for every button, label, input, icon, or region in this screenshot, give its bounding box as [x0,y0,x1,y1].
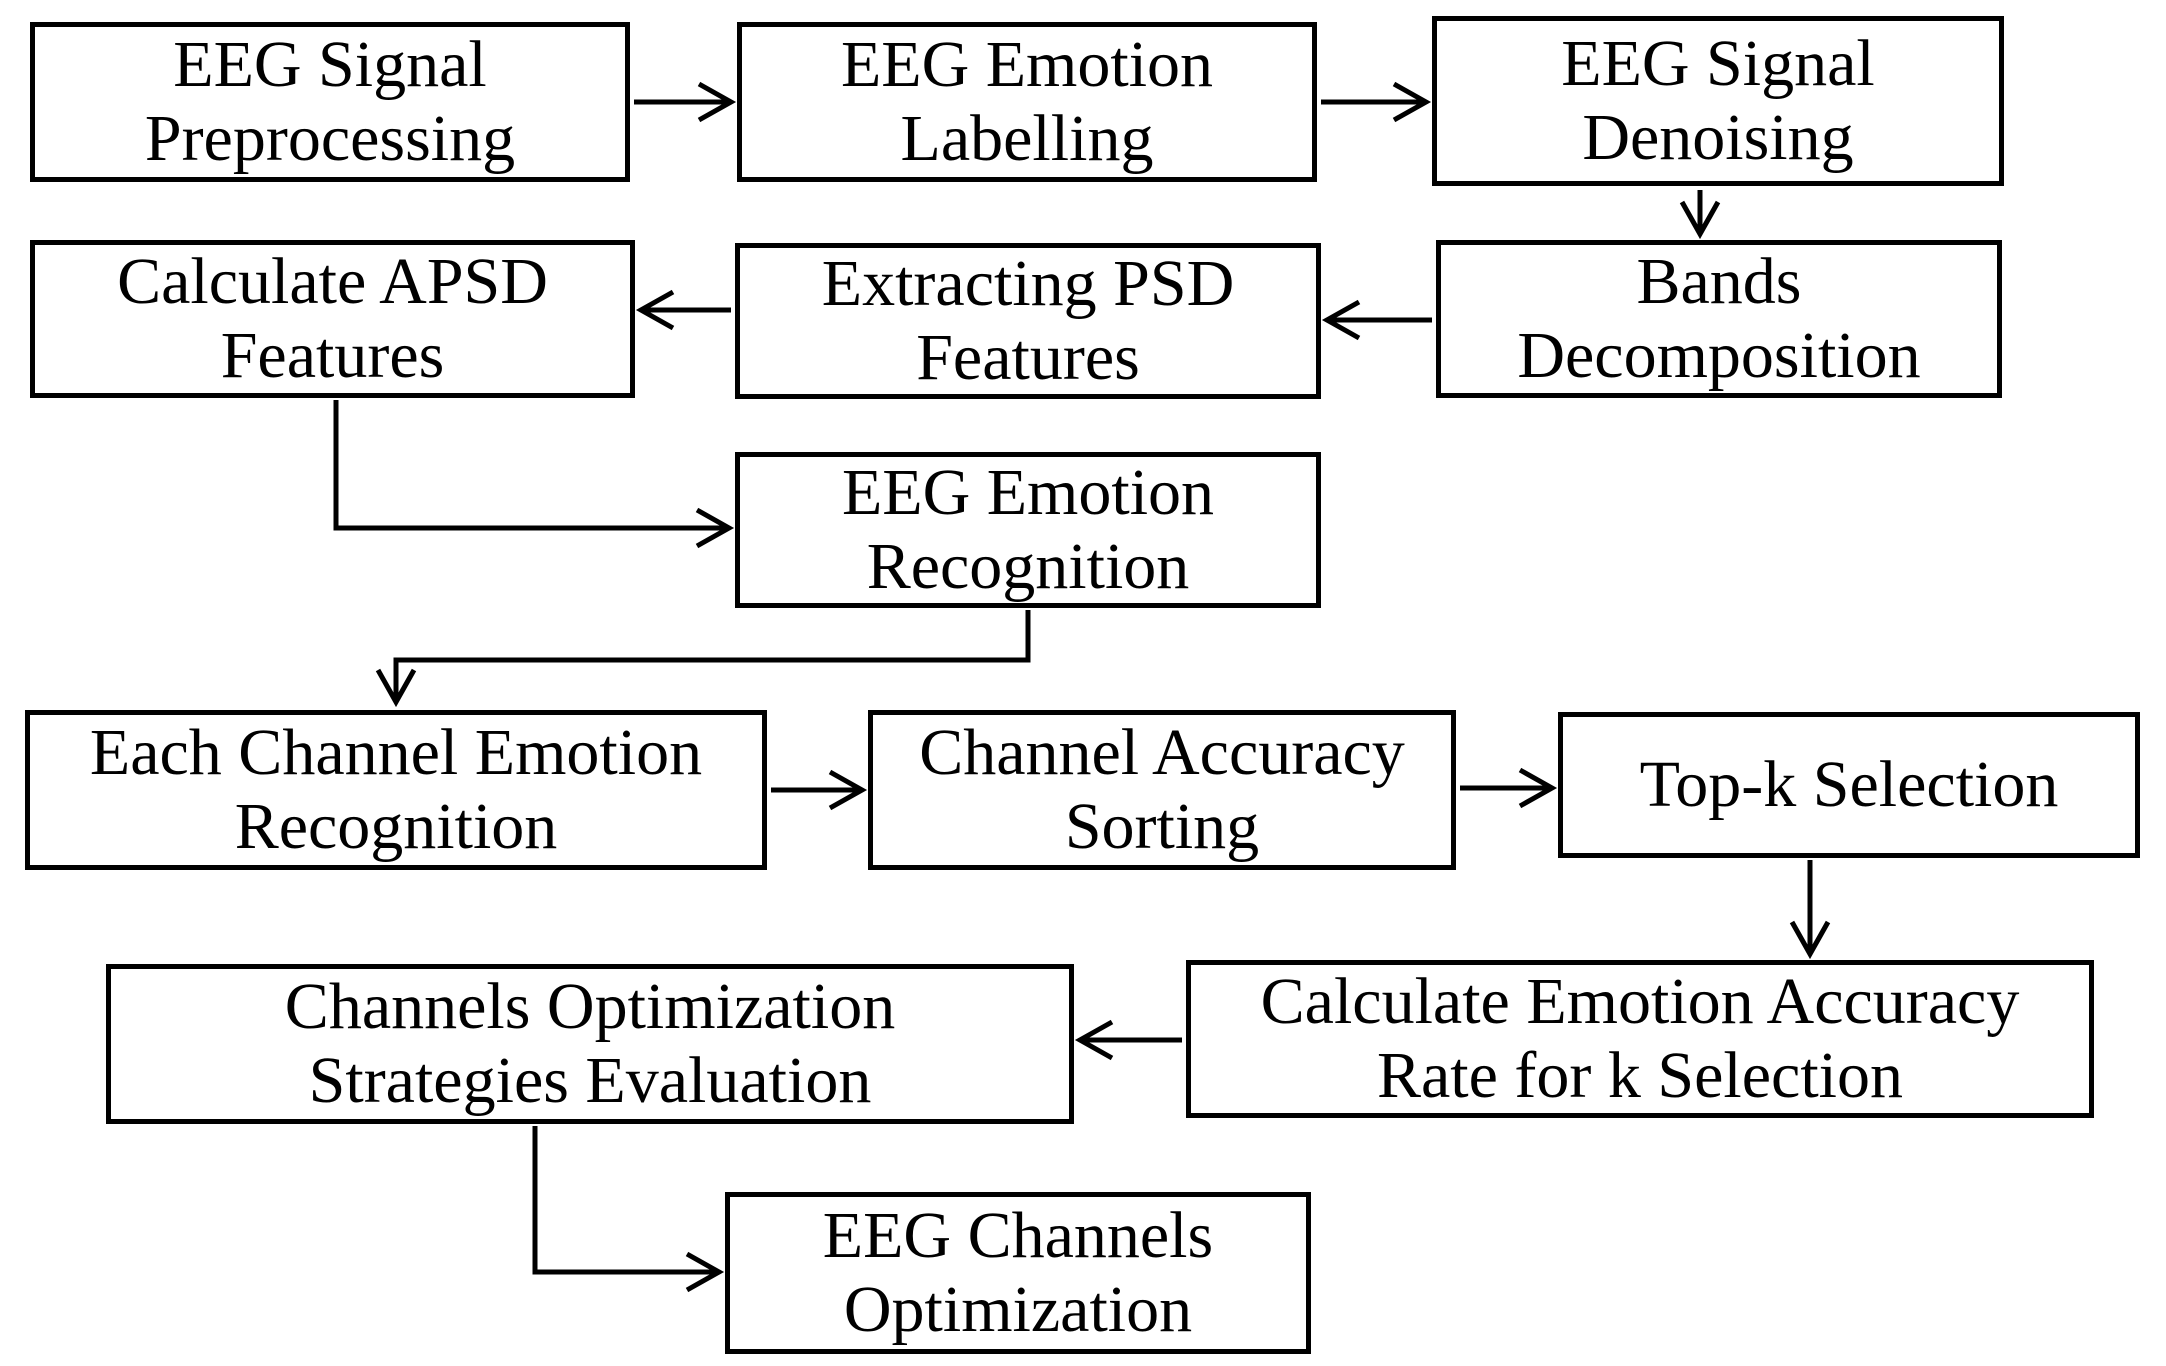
node-eeg-channels-optimization: EEG Channels Optimization [725,1192,1311,1354]
node-top-k-selection: Top-k Selection [1558,712,2140,858]
node-channels-optimization-strategies-evaluation: Channels Optimization Strategies Evaluat… [106,964,1074,1124]
node-extracting-psd-features: Extracting PSD Features [735,243,1321,399]
edge-emotion-recognition-to-each-channel [375,610,1031,708]
node-each-channel-emotion-recognition: Each Channel Emotion Recognition [25,710,767,870]
node-eeg-signal-preprocessing: EEG Signal Preprocessing [30,22,630,182]
node-eeg-emotion-recognition: EEG Emotion Recognition [735,452,1321,608]
node-bands-decomposition: Bands Decomposition [1436,240,2002,398]
node-eeg-signal-denoising: EEG Signal Denoising [1432,16,2004,186]
node-calculate-apsd-features: Calculate APSD Features [30,240,635,398]
node-channel-accuracy-sorting: Channel Accuracy Sorting [868,710,1456,870]
edge-strategies-to-channels-optimization [532,1126,725,1293]
edge-apsd-to-emotion-recognition [333,400,735,549]
node-calculate-emotion-accuracy-rate-for-k-selection: Calculate Emotion Accuracy Rate for k Se… [1186,960,2094,1118]
node-eeg-emotion-labelling: EEG Emotion Labelling [737,22,1317,182]
